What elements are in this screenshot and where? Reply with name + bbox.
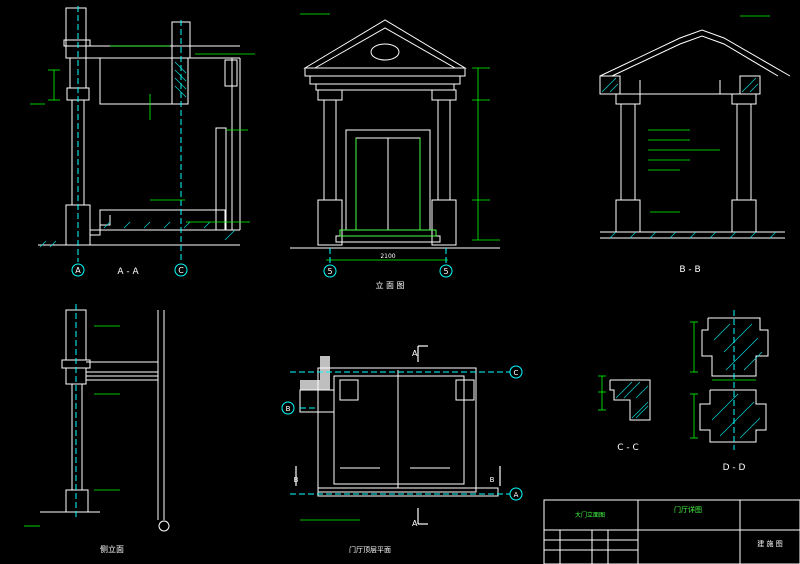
- plan-cut-top: A: [412, 349, 418, 358]
- section-dd-view: [699, 317, 769, 443]
- side-elevation-title: 侧立面: [100, 544, 124, 554]
- plan-title: 门厅顶层平面: [349, 545, 391, 554]
- section-dd-hatch: [711, 323, 763, 439]
- side-elevation-axis-bubble: [158, 520, 170, 532]
- section-dd-title: D - D: [723, 463, 746, 473]
- section-cc-hatch: [615, 381, 649, 419]
- section-aa-title: A - A: [117, 267, 139, 277]
- front-elevation-view: [290, 19, 500, 249]
- elevation-title: 立 面 图: [375, 280, 404, 290]
- section-cc-dims: [598, 375, 606, 411]
- title-block: [543, 499, 800, 564]
- plan-wall-hatch: [299, 356, 335, 413]
- front-elevation-labels: 5 5 2100 立 面 图: [323, 253, 453, 290]
- plan-labels: A A C A B B B 门厅顶层平面: [281, 349, 523, 554]
- axis-label-a: A: [75, 266, 81, 275]
- plan-axis-right-top: C: [514, 369, 519, 377]
- side-elevation-dims: [24, 325, 120, 527]
- section-bb-title: B - B: [679, 265, 700, 275]
- section-aa-dims: [30, 45, 255, 223]
- title-block-project: 大门立面图: [575, 511, 605, 519]
- front-elevation-dims: [300, 13, 500, 261]
- section-aa-axes: [77, 6, 182, 262]
- plan-cut-left: B: [294, 476, 299, 484]
- section-bb-view: [599, 29, 791, 239]
- plan-cut-right: B: [490, 476, 495, 484]
- section-aa-view: [38, 7, 241, 246]
- elevation-axis-left: 5: [327, 267, 332, 276]
- section-bb-dims: [648, 15, 770, 213]
- section-bb-hatch: [601, 77, 777, 239]
- elevation-dim-width: 2100: [380, 253, 395, 260]
- section-aa-axis-bubbles: A C A - A: [71, 263, 188, 277]
- axis-label-c: C: [178, 266, 184, 275]
- plan-axes: [290, 371, 510, 495]
- section-aa-hatch: [39, 61, 236, 248]
- front-elevation-axes: [329, 248, 447, 265]
- section-cc-view: [609, 379, 651, 421]
- plan-cut-bottom: A: [412, 519, 418, 528]
- title-block-sheet: 建 施 图: [757, 539, 782, 548]
- front-elevation-door-fill: [339, 138, 437, 237]
- elevation-axis-right: 5: [443, 267, 448, 276]
- plan-axis-right-bottom: A: [514, 491, 519, 499]
- plan-view: [317, 367, 499, 497]
- section-cc-title: C - C: [617, 443, 639, 453]
- section-dd-dims: [690, 321, 756, 439]
- plan-axis-left: B: [286, 405, 291, 413]
- title-block-drawing-title: 门厅详图: [674, 505, 702, 514]
- plan-section-marks: [295, 345, 501, 525]
- side-elevation-view: [40, 309, 165, 520]
